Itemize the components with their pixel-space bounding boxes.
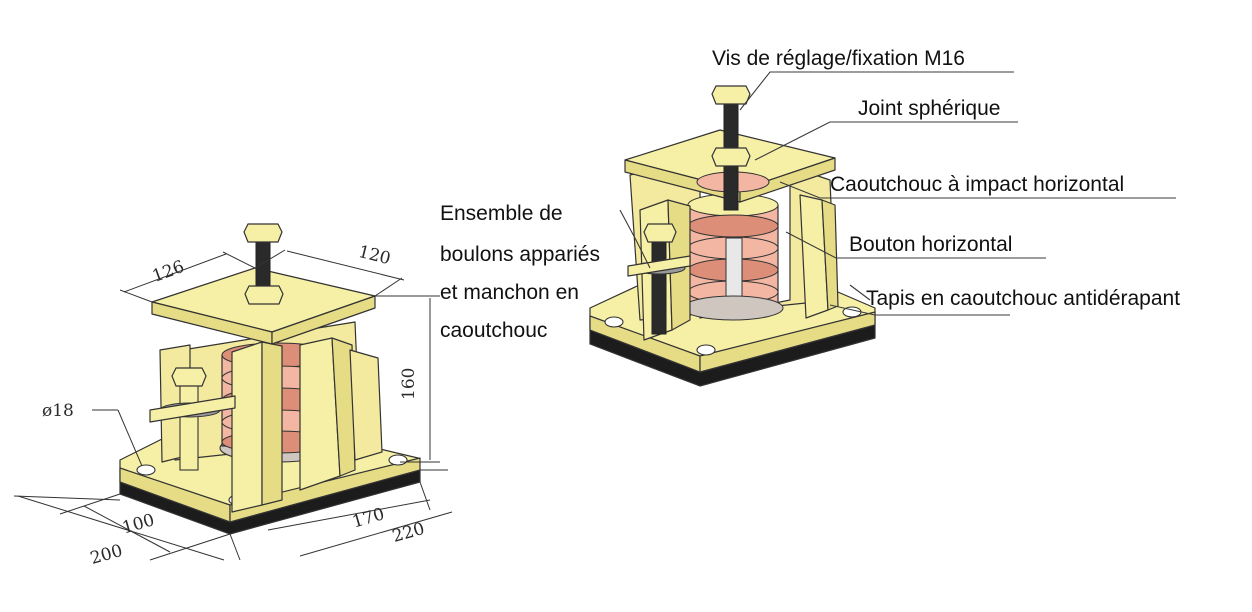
label-bolt-set-line4: caoutchouc — [440, 319, 547, 342]
right-isolator-drawing — [589, 85, 876, 387]
dim-base-depth: 220 — [390, 519, 427, 547]
label-ball-joint: Joint sphérique — [858, 97, 1000, 120]
right-side-bolt-set — [627, 223, 691, 335]
dim-top-width: 126 — [150, 257, 187, 287]
label-bolt-set-line1: Ensemble de — [440, 202, 563, 225]
left-base-hole — [136, 464, 156, 476]
label-anti-slip-pad: Tapis en caoutchouc antidérapant — [866, 287, 1180, 310]
dim-base-inner-depth: 170 — [350, 504, 387, 532]
label-leader-lines — [619, 71, 1176, 316]
dim-top-depth: 120 — [356, 242, 392, 269]
right-adjusting-screw — [711, 85, 751, 211]
dim-height: 160 — [399, 368, 419, 400]
label-bolt-set-line3: et manchon en — [440, 281, 579, 304]
dim-base-width: 200 — [88, 541, 125, 569]
left-adjusting-screw — [243, 223, 284, 305]
right-spring — [682, 193, 784, 321]
left-base-hole — [388, 454, 408, 466]
dim-base-inner-width: 100 — [120, 510, 157, 538]
label-bolt-set-line2: boulons appariés — [440, 243, 600, 266]
left-isolator-drawing: 126 120 160 ø18 100 200 170 220 — [13, 223, 453, 569]
label-horizontal-rubber: Caoutchouc à impact horizontal — [830, 173, 1124, 196]
label-horizontal-button: Bouton horizontal — [849, 233, 1012, 256]
label-adjusting-screw: Vis de réglage/fixation M16 — [712, 47, 965, 70]
left-side-bolt — [149, 367, 236, 471]
dim-hole-diameter: ø18 — [42, 401, 74, 421]
left-dimension-lines — [13, 249, 453, 561]
